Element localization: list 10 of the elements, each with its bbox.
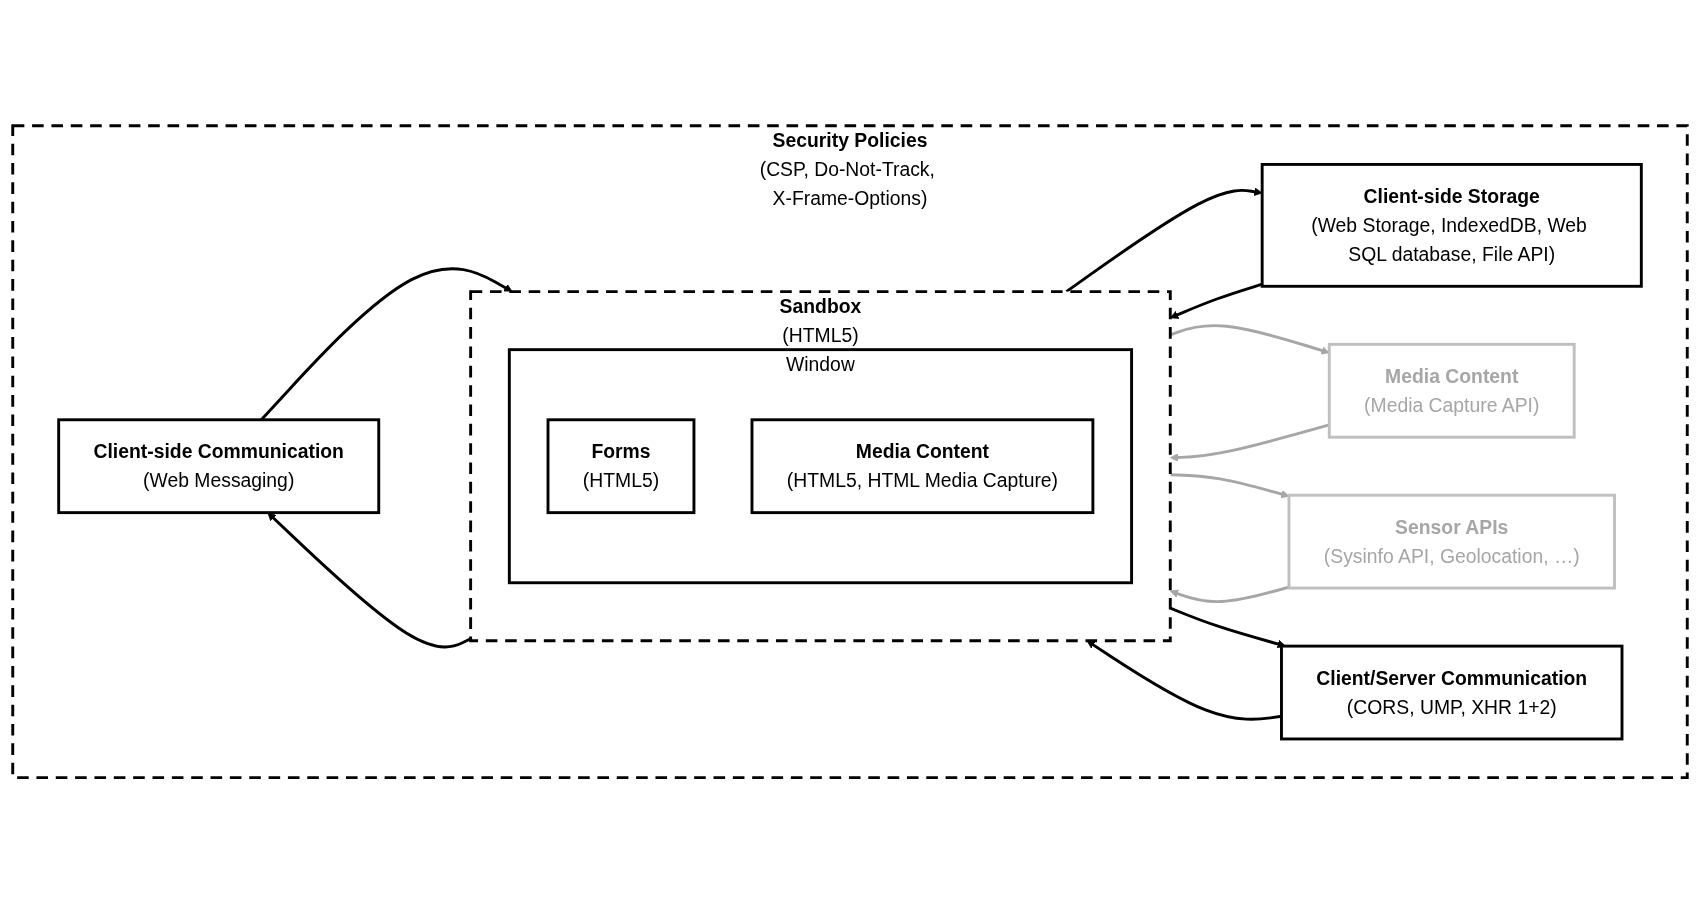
- node-box: Sensor APIs (Sysinfo API, Geolocation, …): [1287, 493, 1616, 590]
- arrow: [1170, 473, 1290, 498]
- node-box: Client/Server Communication (CORS, UMP, XHR 1+2): [1280, 644, 1624, 741]
- node-box: Forms (HTML5): [546, 418, 696, 514]
- node-box: Client-side Communication (Web Messaging): [57, 418, 381, 514]
- arrow: [267, 512, 472, 649]
- node-box: Media Content (HTML5, HTML Media Capture): [750, 418, 1095, 514]
- arrow: [1086, 640, 1282, 721]
- node-box: Media Content (Media Capture API): [1327, 342, 1576, 439]
- node-box: Client-side Storage (Web Storage, IndexedDB, Web SQL database, File API): [1260, 162, 1643, 288]
